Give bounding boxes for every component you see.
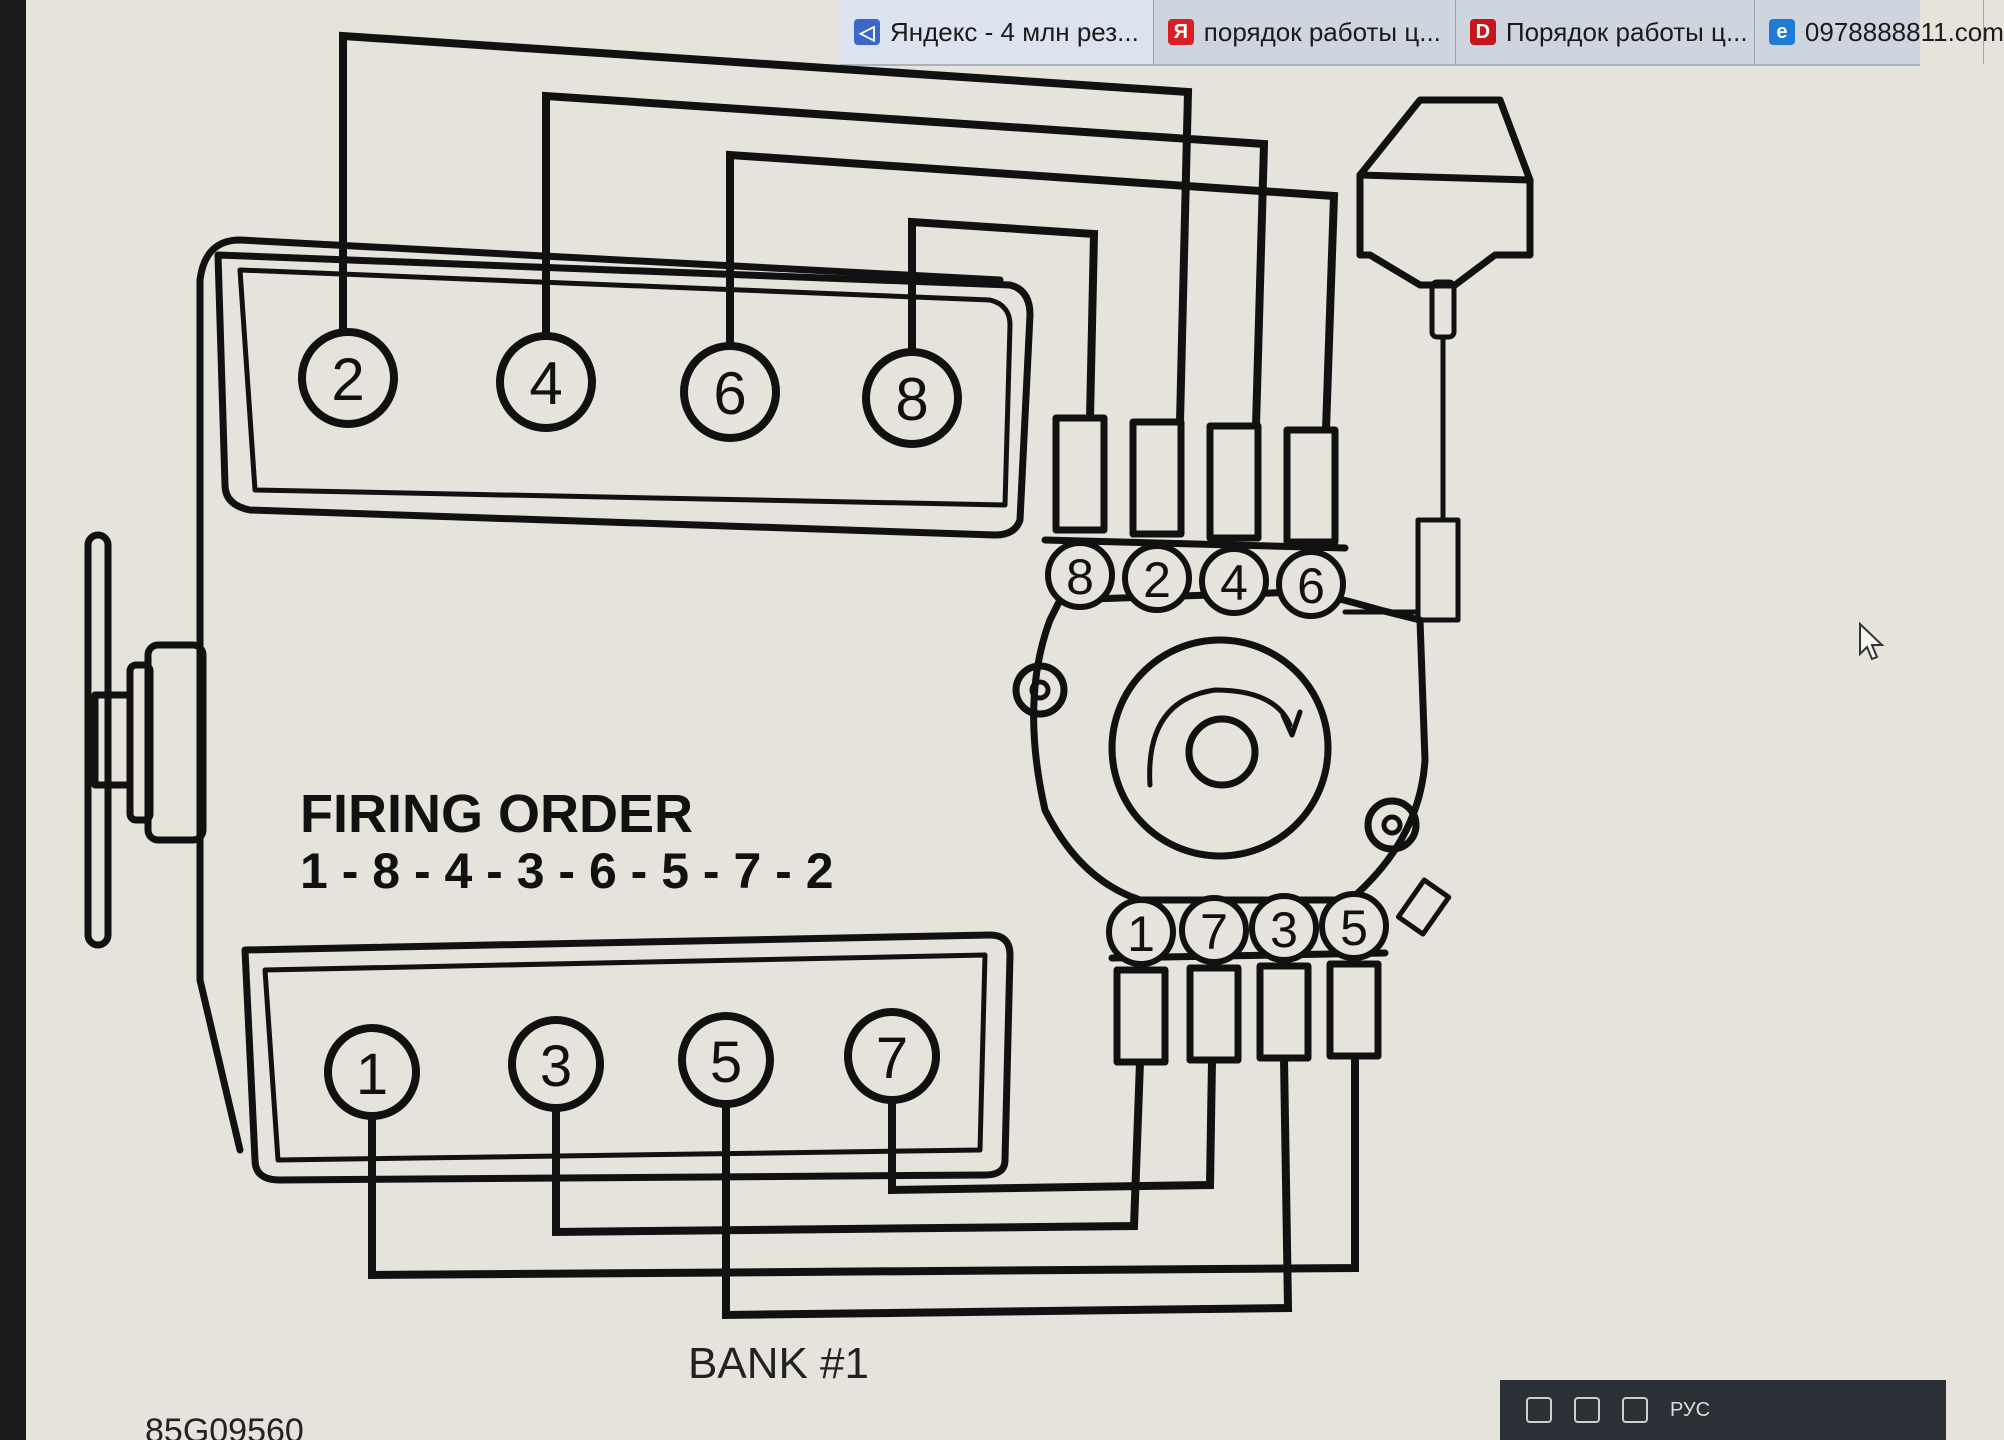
cylinder-1: 1 [324,1024,420,1120]
rotation-arrow-icon [1147,687,1293,788]
windows-taskbar-tray: РУС [1500,1380,1946,1440]
wire-cyl-5 [722,1057,1293,1320]
bank-label: BANK #1 [688,1339,869,1388]
mouse-cursor-icon [1859,621,1885,661]
browser-tab-drive2[interactable]: D Порядок работы ц... [1456,0,1755,64]
ie-icon: e [1768,19,1795,45]
wire-cyl-7 [888,1059,1216,1195]
drive2-icon: D [1469,19,1496,45]
cylinder-2: 2 [298,328,398,428]
terminal-number: 6 [1297,558,1325,614]
spark-plug-wires-top [339,31,1339,431]
distributor-bolt-right [1364,797,1420,853]
tab-label: порядок работы ц... [1203,16,1441,47]
fan-blade [84,531,112,949]
cylinder-number: 2 [331,346,364,413]
tray-network-icon[interactable] [1574,1397,1600,1423]
browser-tab-ie[interactable]: e 0978888811.com [1755,0,2004,64]
cylinder-number: 7 [876,1026,908,1091]
yandex-search-icon: ◁ [854,19,880,45]
terminal-number: 1 [1127,906,1155,962]
top-bank-cylinders: 2 4 6 8 [298,328,962,448]
cylinder-number: 3 [540,1034,572,1099]
tab-label: Порядок работы ц... [1505,16,1748,47]
distributor-rotor-outer [1108,636,1332,860]
wire-cyl-2 [339,31,1193,423]
cylinder-7: 7 [844,1008,940,1104]
top-cylinder-head [214,251,1034,539]
wire-cyl-6 [726,150,1339,431]
monitor-bezel [0,0,26,1440]
terminal-number: 4 [1220,555,1248,611]
cylinder-number: 5 [710,1030,742,1095]
distributor-top-terminals: 8 2 4 6 [1045,540,1346,619]
terminal-number: 2 [1143,552,1171,608]
browser-tab-strip: ◁ Яндекс - 4 млн рез... Я порядок работы… [840,0,2004,66]
yandex-icon: Я [1167,19,1194,45]
cylinder-6: 6 [680,342,780,442]
terminal-number: 3 [1270,902,1298,958]
wire-cyl-4 [542,91,1269,427]
cylinder-4: 4 [496,332,596,432]
vacuum-advance-unit [1356,96,1534,289]
tab-label: Яндекс - 4 млн рез... [890,16,1139,47]
firing-order-diagram: 2 4 6 8 1 3 5 7 [84,31,1534,1440]
cylinder-number: 8 [895,366,928,433]
cylinder-5: 5 [678,1012,774,1108]
browser-tab-yandex-results[interactable]: ◁ Яндекс - 4 млн рез... [840,0,1154,64]
cylinder-8: 8 [862,348,962,448]
distributor-bottom-terminals: 1 7 3 5 [1106,891,1389,967]
firing-order-title: FIRING ORDER [300,784,693,844]
wire-cyl-1 [368,1056,1359,1280]
terminal-number: 5 [1340,900,1368,956]
tray-app-icon[interactable] [1526,1397,1552,1423]
distributor-rotor-center [1185,715,1259,789]
wire-cyl-3 [552,1061,1144,1237]
tray-language[interactable]: РУС [1670,1398,1711,1421]
figure-code: 85G09560 [145,1412,304,1440]
firing-order-sequence: 1 - 8 - 4 - 3 - 6 - 5 - 7 - 2 [300,843,834,899]
pulley [144,641,207,844]
engine-block-outline [196,276,244,1154]
bottom-bank-cylinders: 1 3 5 7 [324,1008,940,1120]
tray-volume-icon[interactable] [1622,1397,1648,1423]
spark-plug-wires-bottom [368,1056,1359,1320]
terminal-number: 7 [1200,904,1228,960]
wire-cyl-8 [908,217,1099,419]
cylinder-number: 1 [356,1042,388,1107]
browser-tab-yandex[interactable]: Я порядок работы ц... [1154,0,1456,64]
distributor-bolt-left [1012,662,1068,718]
bottom-cylinder-head [241,931,1014,1184]
cylinder-3: 3 [508,1016,604,1112]
terminal-number: 8 [1066,549,1094,605]
tab-label: 0978888811.com [1804,16,2004,47]
cylinder-number: 6 [713,360,746,427]
cylinder-number: 4 [529,350,562,417]
